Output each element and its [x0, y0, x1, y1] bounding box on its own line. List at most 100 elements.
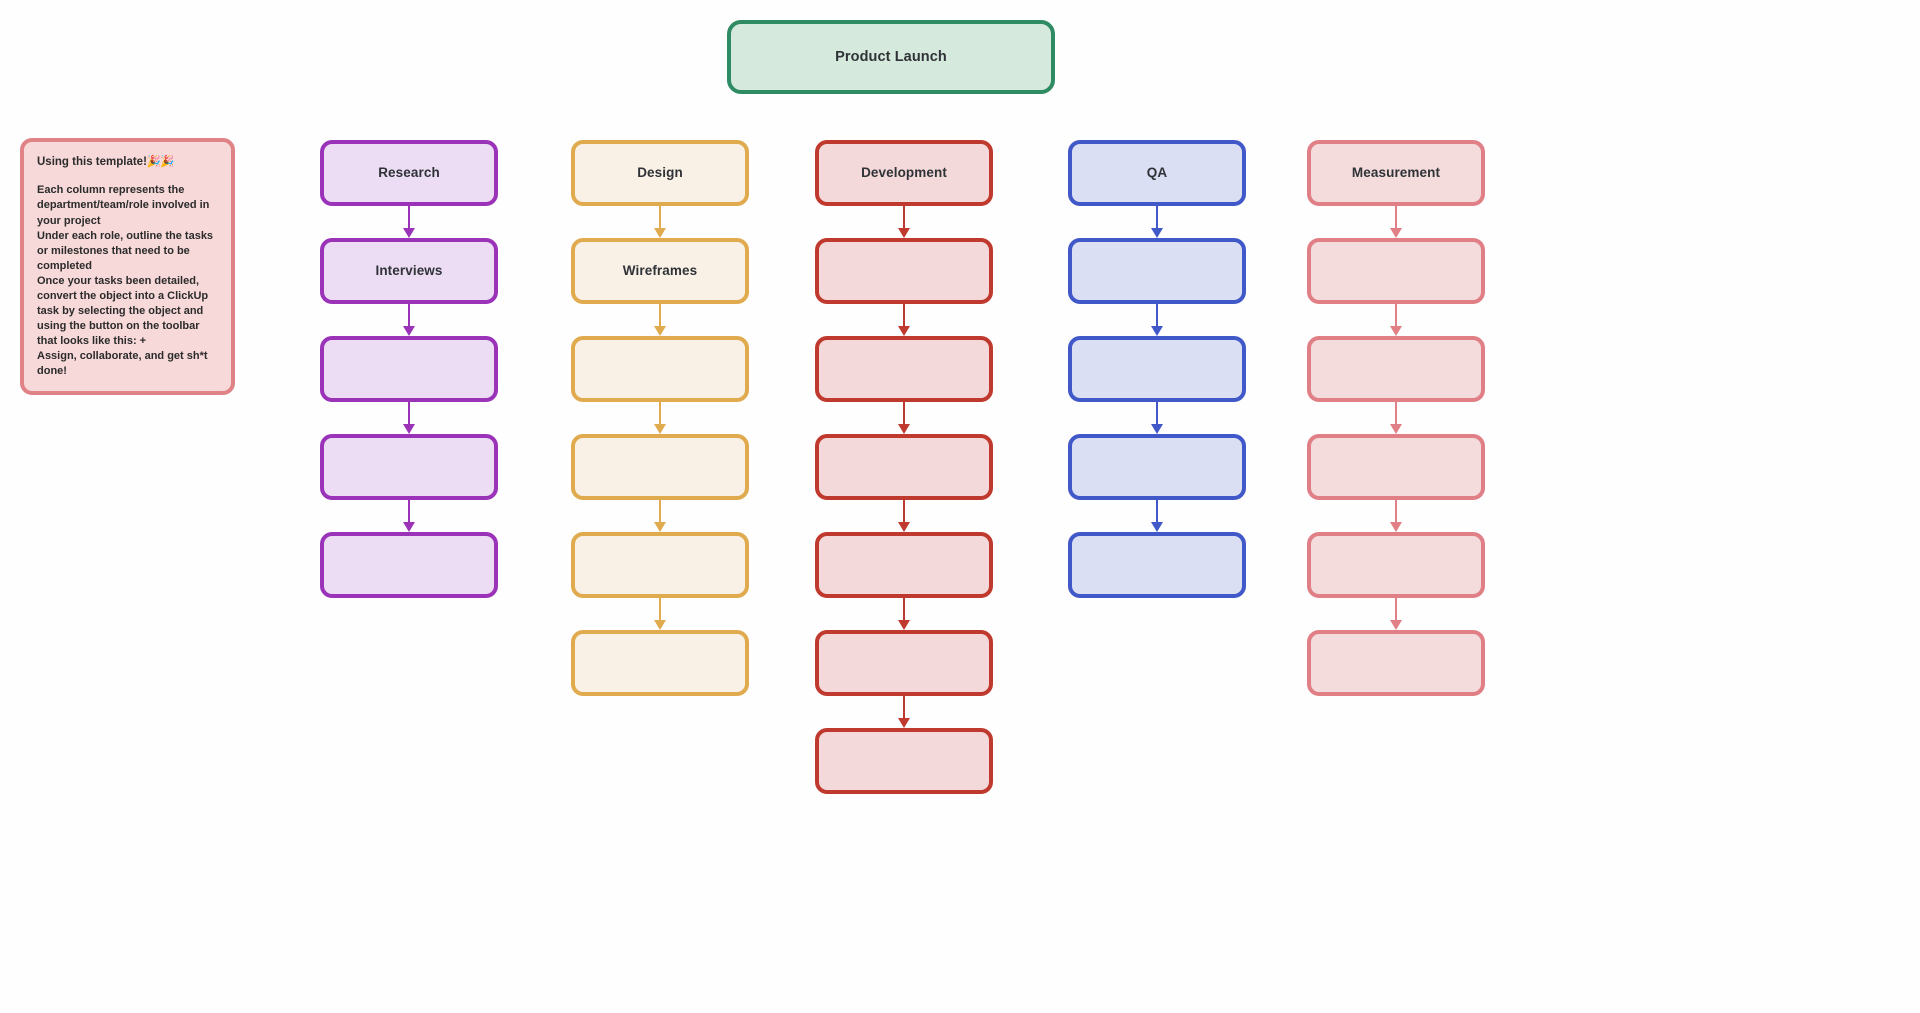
arrowhead-icon — [1390, 228, 1402, 238]
connector-arrow — [653, 402, 667, 434]
connector-arrow — [402, 304, 416, 336]
connector-arrow — [897, 696, 911, 728]
column-header-research[interactable]: Research — [320, 140, 498, 206]
arrowhead-icon — [1390, 620, 1402, 630]
node-measurement-4[interactable] — [1307, 434, 1485, 500]
connector-arrow — [653, 500, 667, 532]
connector-stem — [1395, 206, 1397, 229]
node-research-3[interactable] — [320, 336, 498, 402]
node-label: Interviews — [375, 263, 443, 279]
node-product-launch[interactable]: Product Launch — [727, 20, 1055, 94]
arrowhead-icon — [403, 326, 415, 336]
node-label: Measurement — [1351, 165, 1441, 181]
node-qa-4[interactable] — [1068, 434, 1246, 500]
connector-stem — [1156, 402, 1158, 425]
connector-stem — [1156, 304, 1158, 327]
connector-arrow — [897, 304, 911, 336]
arrowhead-icon — [1151, 522, 1163, 532]
node-design-5[interactable] — [571, 532, 749, 598]
arrowhead-icon — [654, 228, 666, 238]
sticky-note-instructions[interactable]: Using this template!🎉🎉 Each column repre… — [20, 138, 235, 396]
arrowhead-icon — [1390, 522, 1402, 532]
connector-arrow — [1150, 304, 1164, 336]
connector-stem — [659, 402, 661, 425]
arrowhead-icon — [1390, 326, 1402, 336]
node-label: Product Launch — [835, 48, 947, 65]
node-qa-2[interactable] — [1068, 238, 1246, 304]
connector-arrow — [1389, 402, 1403, 434]
connector-stem — [1395, 402, 1397, 425]
connector-arrow — [1150, 206, 1164, 238]
connector-stem — [659, 500, 661, 523]
connector-stem — [1156, 500, 1158, 523]
party-popper-icon: 🎉🎉 — [146, 156, 175, 168]
node-research-5[interactable] — [320, 532, 498, 598]
connector-arrow — [1389, 304, 1403, 336]
node-measurement-6[interactable] — [1307, 630, 1485, 696]
node-qa-3[interactable] — [1068, 336, 1246, 402]
arrowhead-icon — [898, 718, 910, 728]
arrowhead-icon — [654, 326, 666, 336]
node-measurement-5[interactable] — [1307, 532, 1485, 598]
connector-stem — [408, 304, 410, 327]
connector-arrow — [653, 206, 667, 238]
node-design-4[interactable] — [571, 434, 749, 500]
arrowhead-icon — [403, 424, 415, 434]
node-label: QA — [1146, 165, 1168, 181]
connector-arrow — [402, 206, 416, 238]
connector-arrow — [402, 500, 416, 532]
connector-arrow — [653, 598, 667, 630]
arrowhead-icon — [403, 522, 415, 532]
node-label: Wireframes — [622, 263, 698, 279]
arrowhead-icon — [654, 424, 666, 434]
connector-arrow — [1389, 500, 1403, 532]
node-label: Research — [378, 165, 440, 181]
arrowhead-icon — [654, 620, 666, 630]
connector-stem — [408, 500, 410, 523]
node-research-4[interactable] — [320, 434, 498, 500]
node-research-2[interactable]: Interviews — [320, 238, 498, 304]
node-measurement-2[interactable] — [1307, 238, 1485, 304]
node-development-4[interactable] — [815, 434, 993, 500]
node-development-6[interactable] — [815, 630, 993, 696]
node-development-7[interactable] — [815, 728, 993, 794]
node-design-2[interactable]: Wireframes — [571, 238, 749, 304]
arrowhead-icon — [898, 228, 910, 238]
node-design-6[interactable] — [571, 630, 749, 696]
node-development-2[interactable] — [815, 238, 993, 304]
connector-arrow — [897, 500, 911, 532]
node-development-5[interactable] — [815, 532, 993, 598]
connector-stem — [903, 206, 905, 229]
connector-arrow — [897, 598, 911, 630]
arrowhead-icon — [1151, 326, 1163, 336]
sticky-note-title: Using this template!🎉🎉 — [37, 155, 219, 169]
arrowhead-icon — [898, 620, 910, 630]
connector-stem — [1395, 304, 1397, 327]
connector-arrow — [897, 206, 911, 238]
connector-stem — [408, 402, 410, 425]
sticky-note-title-text: Using this template! — [37, 156, 147, 168]
connector-stem — [903, 304, 905, 327]
connector-stem — [903, 598, 905, 621]
column-header-measurement[interactable]: Measurement — [1307, 140, 1485, 206]
node-qa-5[interactable] — [1068, 532, 1246, 598]
node-label: Development — [861, 165, 947, 181]
column-header-design[interactable]: Design — [571, 140, 749, 206]
connector-arrow — [402, 402, 416, 434]
connector-arrow — [1389, 598, 1403, 630]
connector-arrow — [1150, 402, 1164, 434]
connector-arrow — [1150, 500, 1164, 532]
node-design-3[interactable] — [571, 336, 749, 402]
column-header-qa[interactable]: QA — [1068, 140, 1246, 206]
connector-stem — [408, 206, 410, 229]
node-label: Design — [637, 165, 683, 181]
arrowhead-icon — [1151, 424, 1163, 434]
arrowhead-icon — [1151, 228, 1163, 238]
node-development-3[interactable] — [815, 336, 993, 402]
connector-stem — [903, 500, 905, 523]
column-header-development[interactable]: Development — [815, 140, 993, 206]
connector-stem — [659, 206, 661, 229]
node-measurement-3[interactable] — [1307, 336, 1485, 402]
connector-arrow — [897, 402, 911, 434]
